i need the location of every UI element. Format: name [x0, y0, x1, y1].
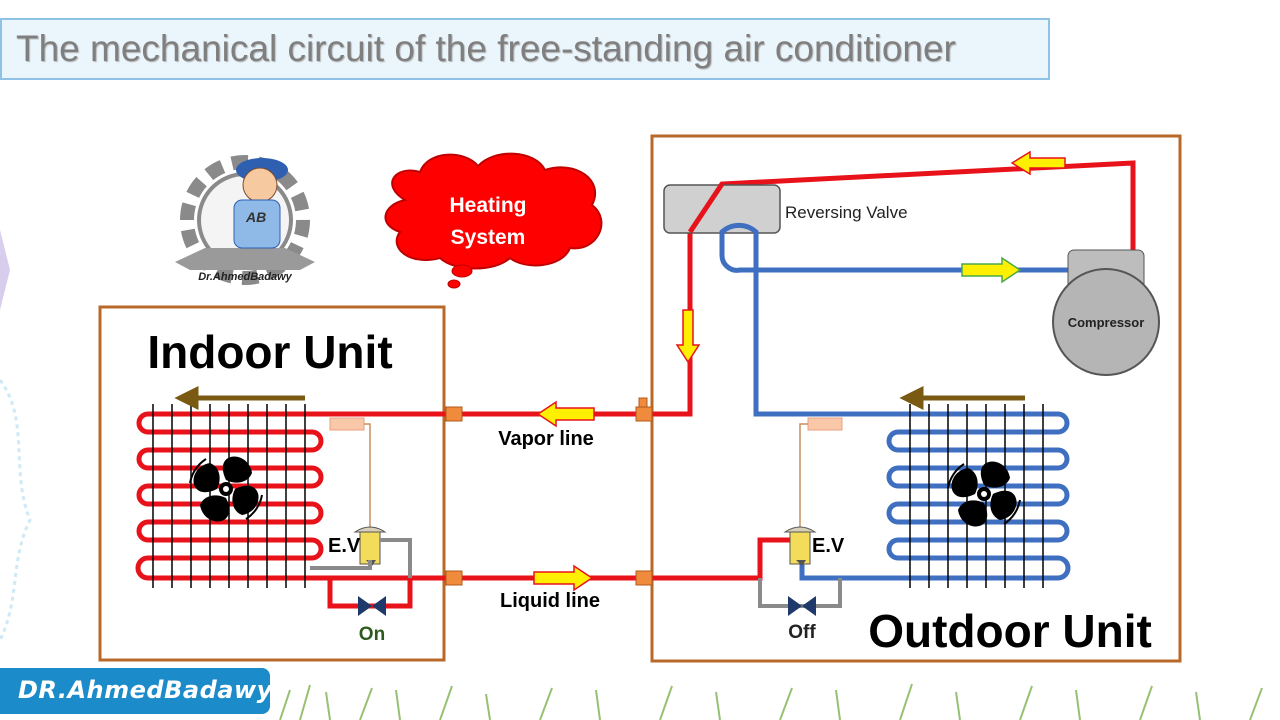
compressor-label: Compressor	[1068, 315, 1145, 330]
title-banner: The mechanical circuit of the free-stand…	[0, 18, 1050, 80]
footer-badge: DR.AhmedBadawy	[0, 668, 273, 714]
outdoor-expansion-valve-icon	[783, 417, 843, 566]
outdoor-shutoff-valve-icon	[788, 596, 816, 616]
cloud-callout-icon: Heating System	[384, 152, 603, 289]
reversing-valve-label: Reversing Valve	[785, 203, 908, 222]
outdoor-valve-state: Off	[788, 622, 816, 643]
indoor-coil	[135, 411, 448, 581]
air-flow-arrows	[174, 385, 1025, 411]
liquid-line	[448, 537, 790, 581]
left-decoration	[0, 230, 32, 641]
indoor-valve-state: On	[359, 624, 385, 645]
grass-decoration	[279, 683, 1263, 720]
callout-line2: System	[451, 226, 526, 249]
flow-arrows	[533, 150, 1066, 592]
indoor-unit-frame	[98, 305, 446, 662]
logo-caption: Dr.AhmedBadawy	[198, 271, 292, 283]
suction-line	[719, 222, 1070, 417]
footer-badge-text: DR.AhmedBadawy	[18, 676, 273, 704]
logo-monogram: AB	[245, 209, 266, 225]
page-title: The mechanical circuit of the free-stand…	[16, 28, 956, 69]
callout-line1: Heating	[449, 194, 526, 217]
reversing-valve-path	[687, 182, 725, 234]
outdoor-coil	[799, 411, 1071, 581]
indoor-ev-outlet	[310, 560, 372, 570]
outdoor-bypass-gray	[758, 578, 842, 608]
indoor-coil-fins	[152, 404, 306, 588]
indoor-unit-title: Indoor Unit	[147, 326, 392, 378]
logo-gear-icon: AB Dr.AhmedBadawy	[175, 155, 315, 285]
vapor-line-label: Vapor line	[498, 428, 594, 450]
outdoor-unit-title: Outdoor Unit	[868, 605, 1152, 657]
outdoor-unit-frame	[650, 134, 1182, 663]
outdoor-fan-icon	[947, 460, 1021, 528]
indoor-shutoff-valve-icon	[358, 596, 386, 616]
reversing-valve-icon	[663, 184, 781, 234]
compressor-icon	[1052, 249, 1160, 376]
pipe-fittings	[445, 397, 653, 586]
indoor-ev-inlet	[380, 538, 412, 578]
indoor-bypass-red	[327, 578, 413, 609]
outdoor-ev-label: E.V	[812, 535, 845, 557]
liquid-line-label: Liquid line	[500, 590, 600, 612]
indoor-ev-label: E.V	[328, 535, 361, 557]
